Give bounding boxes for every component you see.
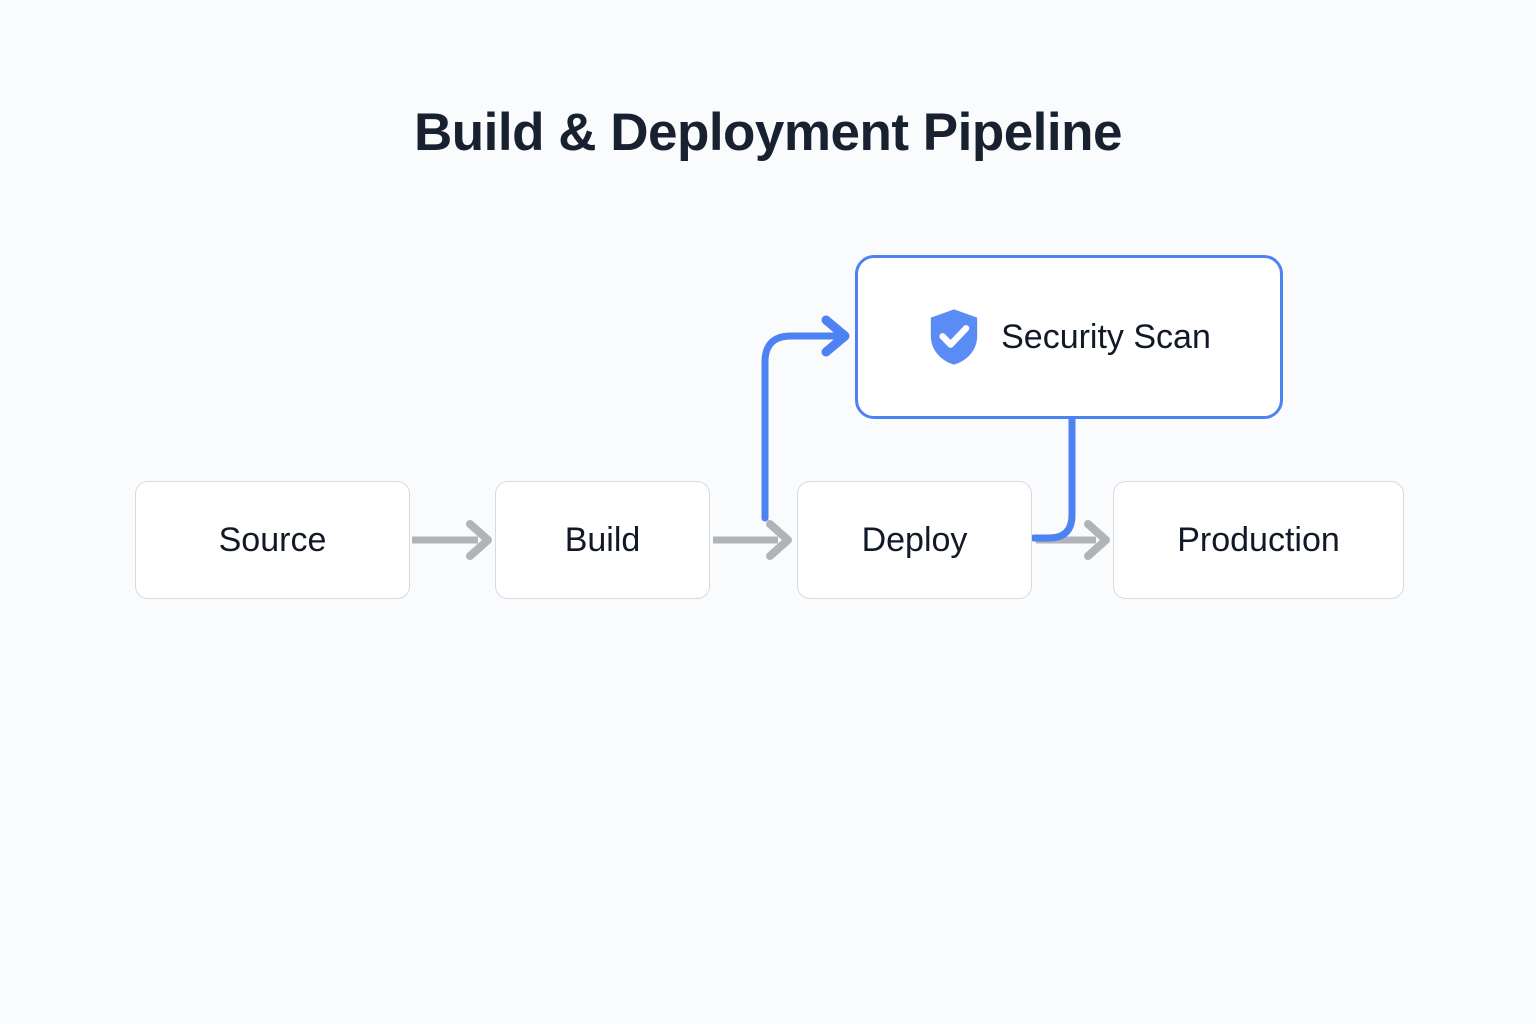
connector-build-to-deploy [713,520,792,560]
connector-security-to-deploy [1030,415,1076,542]
node-label-production: Production [1177,521,1340,559]
page-title: Build & Deployment Pipeline [414,103,1122,162]
pipeline-node-security-scan[interactable]: Security Scan [855,255,1283,419]
pipeline-node-build[interactable]: Build [495,481,710,599]
pipeline-node-production[interactable]: Production [1113,481,1404,599]
node-label-source: Source [218,521,327,559]
connector-source-to-build [412,520,492,560]
shield-check-icon [930,309,978,365]
pipeline-node-source[interactable]: Source [135,481,410,599]
connector-deploy-to-production [1036,520,1110,560]
node-label-security-scan: Security Scan [1001,318,1211,356]
pipeline-node-deploy[interactable]: Deploy [797,481,1032,599]
node-label-deploy: Deploy [861,521,968,559]
node-label-build: Build [564,521,641,559]
